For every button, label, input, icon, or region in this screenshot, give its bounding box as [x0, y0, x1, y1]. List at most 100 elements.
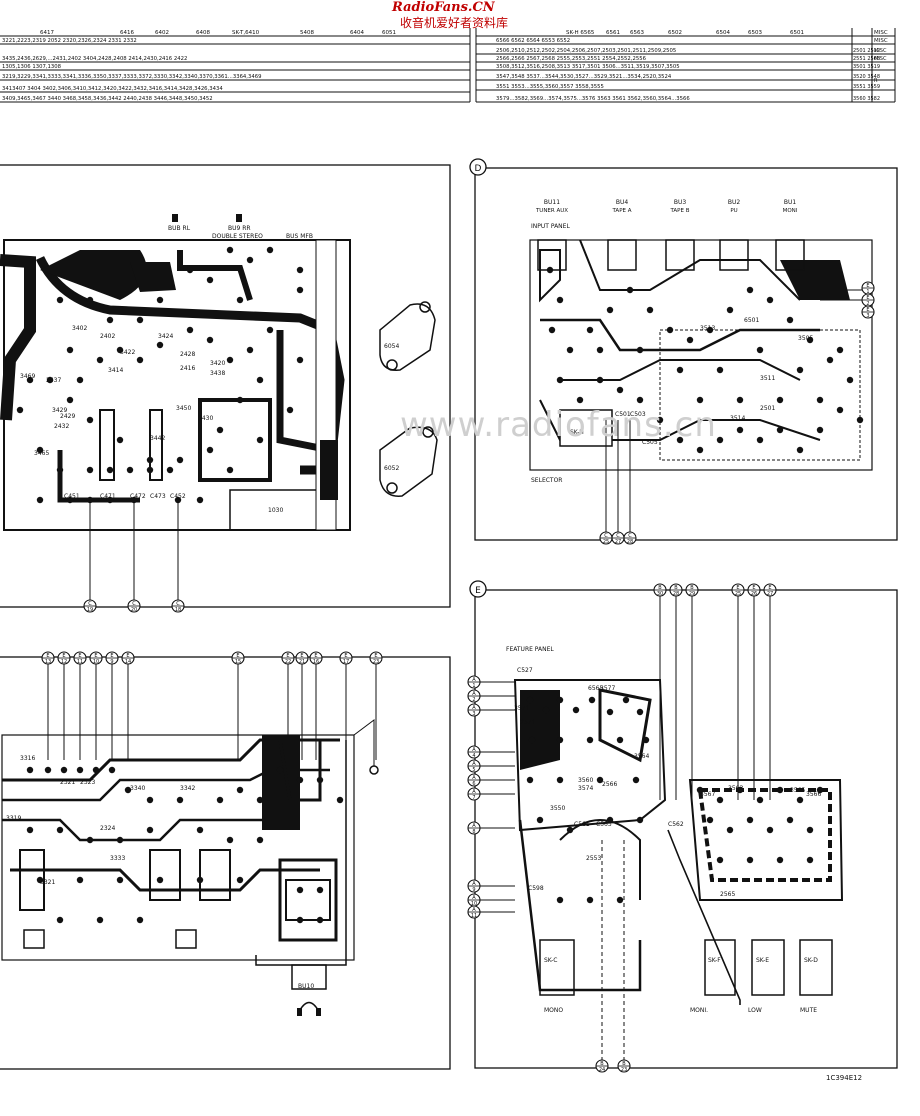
pin-number: 7 — [472, 795, 475, 801]
solder-pad — [156, 876, 164, 884]
pin-number: 11 — [471, 913, 477, 919]
component-label: 3469 — [20, 373, 35, 380]
pin-number: 16 — [313, 659, 319, 665]
solder-pad — [60, 766, 68, 774]
solder-pad — [756, 436, 764, 444]
part-tag: MISC — [874, 48, 887, 54]
pin-letter: B — [674, 585, 678, 591]
pin-number: 15 — [235, 659, 241, 665]
solder-pad — [706, 326, 714, 334]
part-row: 3551 3553...3555,3560,3557 3558,3555 — [496, 84, 604, 90]
pin-number: 13 — [45, 659, 51, 665]
part-row: 3221,2223,2319 2052 2320,2326,2324 2331 … — [2, 38, 137, 44]
component-label: 2323 — [80, 779, 95, 786]
solder-pad — [86, 466, 94, 474]
component-label: C473 — [150, 493, 166, 500]
solder-pad — [156, 296, 164, 304]
part-code: 6416 — [120, 30, 134, 36]
solder-pad — [96, 916, 104, 924]
solder-pad — [556, 896, 564, 904]
solder-pad — [766, 826, 774, 834]
solder-pad — [76, 376, 84, 384]
solder-pad — [716, 856, 724, 864]
solder-pad — [632, 776, 640, 784]
pin-number: 19 — [87, 607, 93, 613]
solder-pad — [636, 396, 644, 404]
component-label: 3465 — [34, 450, 49, 457]
feature-pin: A3 — [467, 703, 481, 717]
solder-pad — [106, 316, 114, 324]
solder-pad — [146, 466, 154, 474]
solder-pad — [676, 366, 684, 374]
component-label: 3564 — [634, 753, 649, 760]
solder-pad — [216, 426, 224, 434]
component-label: 2565 — [720, 891, 735, 898]
pin-letter: E — [374, 653, 377, 659]
pin-number: 24 — [599, 1067, 605, 1073]
component-label: C505 — [642, 439, 658, 446]
solder-pad — [296, 356, 304, 364]
jack-name: BU11 — [544, 199, 560, 206]
component-label: 6052 — [384, 465, 399, 472]
pin-letter: A — [472, 775, 476, 781]
solder-pad — [616, 386, 624, 394]
solder-pad — [316, 886, 324, 894]
pin-letter: E — [866, 295, 869, 301]
solder-pad — [572, 706, 580, 714]
solder-pad — [116, 876, 124, 884]
component-label: 3319 — [6, 815, 21, 822]
pin-number: 6 — [472, 781, 475, 787]
component-label: 2324 — [100, 825, 115, 832]
component-label: BU10 — [298, 983, 314, 990]
tone-pin: E13 — [41, 651, 55, 665]
pin-letter: E — [94, 653, 97, 659]
solder-pad — [796, 796, 804, 804]
solder-pad — [756, 346, 764, 354]
solder-pad — [716, 436, 724, 444]
component-label: 3511 — [760, 375, 775, 382]
component-label: C561 — [574, 821, 590, 828]
pin-number: 25 — [735, 591, 741, 597]
part-code: 6051 — [382, 30, 396, 36]
solder-pad — [786, 316, 794, 324]
switch-caption: MONI. — [690, 1007, 708, 1014]
solder-pad — [316, 776, 324, 784]
solder-pad — [586, 326, 594, 334]
solder-pad — [246, 346, 254, 354]
panel-title: FEATURE PANEL — [506, 646, 554, 653]
part-code: 6408 — [196, 30, 210, 36]
component-label: 3567 — [700, 791, 715, 798]
solder-pad — [86, 416, 94, 424]
solder-pad — [226, 836, 234, 844]
solder-pad — [776, 426, 784, 434]
solder-pad — [236, 396, 244, 404]
pin-number: 27 — [615, 539, 621, 545]
component-label: C472 — [130, 493, 146, 500]
pin-number: 23 — [621, 1067, 627, 1073]
feature-pin: A2 — [467, 689, 481, 703]
component-label: 3565 — [790, 787, 805, 794]
solder-pad — [806, 336, 814, 344]
pin-number: 4 — [472, 753, 475, 759]
solder-pad — [726, 826, 734, 834]
selector-pin: E3 — [861, 305, 875, 319]
part-range: 3551 3559 — [853, 84, 880, 90]
pin-number: 1 — [866, 289, 869, 295]
pin-letter: E — [344, 653, 347, 659]
solder-pad — [786, 816, 794, 824]
component-label: 2428 — [180, 351, 195, 358]
part-range: 3520 3548 — [853, 74, 880, 80]
pin-number: 26 — [751, 591, 757, 597]
pin-letter: A — [472, 789, 476, 795]
solder-pad — [636, 708, 644, 716]
solder-pad — [526, 776, 534, 784]
solder-pad — [796, 366, 804, 374]
solder-pad — [596, 776, 604, 784]
part-row: 2506,2510,2512,2502,2504,2506,2507,2503,… — [496, 48, 676, 54]
solder-pad — [116, 836, 124, 844]
switch-label: SK-E — [756, 957, 769, 964]
pin-letter: E — [752, 585, 755, 591]
pin-letter: E — [768, 585, 771, 591]
